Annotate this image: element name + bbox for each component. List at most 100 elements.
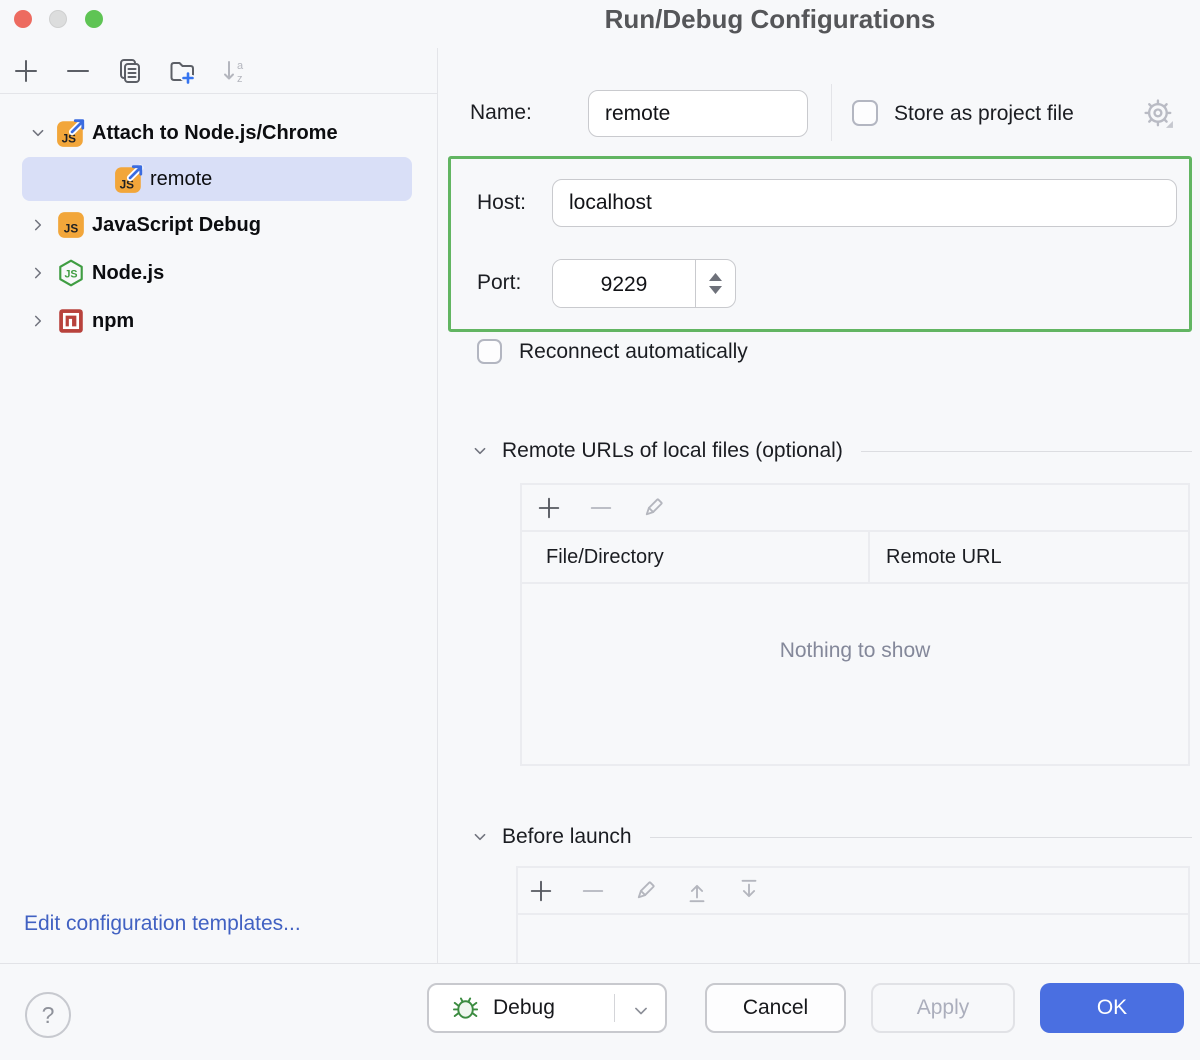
remote-urls-toolbar — [522, 485, 1188, 532]
close-window-light[interactable] — [14, 10, 32, 28]
tree-item-label: JavaScript Debug — [92, 213, 261, 236]
apply-button[interactable]: Apply — [871, 983, 1015, 1033]
before-launch-toolbar — [518, 868, 1188, 915]
chevron-down-icon[interactable] — [630, 1000, 652, 1022]
remove-configuration-button[interactable] — [64, 57, 92, 85]
port-input[interactable] — [553, 260, 695, 307]
name-label: Name: — [470, 101, 532, 124]
cancel-button-label: Cancel — [742, 996, 809, 1019]
npm-icon — [59, 309, 83, 333]
dropdown-triangle-icon — [1165, 120, 1173, 128]
chevron-right-icon[interactable] — [28, 311, 48, 331]
port-spinner-field — [552, 259, 736, 308]
ok-button-label: OK — [1096, 996, 1128, 1019]
remove-icon[interactable] — [588, 495, 614, 521]
edit-icon[interactable] — [632, 878, 658, 904]
bug-icon — [453, 997, 479, 1019]
svg-text:z: z — [237, 73, 243, 85]
sort-az-icon: a z — [224, 60, 244, 85]
chevron-down-icon[interactable] — [470, 441, 490, 461]
column-file-directory: File/Directory — [546, 545, 664, 568]
new-folder-icon — [170, 61, 196, 85]
spinner-down-icon[interactable] — [708, 286, 723, 294]
tree-item-remote[interactable]: JS remote — [0, 156, 543, 202]
before-launch-table — [516, 866, 1190, 963]
js-attach-icon: JS — [115, 164, 144, 193]
nodejs-icon: JS — [59, 259, 83, 287]
store-as-project-file-checkbox[interactable] — [852, 100, 878, 126]
new-folder-button[interactable] — [168, 57, 196, 85]
zoom-window-light[interactable] — [85, 10, 103, 28]
debug-button-label: Debug — [493, 996, 555, 1019]
name-input[interactable] — [588, 90, 808, 137]
tree-item-label: remote — [150, 167, 213, 190]
sidebar-toolbar: a z — [0, 48, 437, 94]
reconnect-automatically-checkbox[interactable] — [477, 339, 502, 364]
remote-urls-table-header: File/Directory Remote URL — [522, 532, 1188, 584]
host-port-highlight-box — [448, 156, 1192, 332]
port-label: Port: — [477, 271, 522, 294]
sidebar-divider — [437, 48, 438, 963]
svg-text:JS: JS — [120, 179, 135, 192]
tree-item-label: Node.js — [92, 261, 165, 284]
chevron-down-icon[interactable] — [28, 123, 48, 143]
remove-icon[interactable] — [580, 878, 606, 904]
sort-configurations-button[interactable]: a z — [220, 57, 248, 85]
debug-split-divider — [614, 994, 615, 1022]
tree-item-npm[interactable]: npm — [0, 298, 465, 344]
minimize-window-light[interactable] — [49, 10, 67, 28]
chevron-down-icon[interactable] — [470, 827, 490, 847]
cancel-button[interactable]: Cancel — [705, 983, 846, 1033]
remote-urls-section-header[interactable]: Remote URLs of local files (optional) — [470, 437, 1192, 465]
svg-text:JS: JS — [62, 133, 77, 146]
host-label: Host: — [477, 191, 527, 214]
tree-item-nodejs[interactable]: JS Node.js — [0, 250, 465, 296]
add-icon[interactable] — [536, 495, 562, 521]
svg-text:JS: JS — [64, 268, 77, 280]
js-attach-icon: JS — [57, 118, 86, 147]
add-configuration-button[interactable] — [12, 57, 40, 85]
reconnect-automatically-label: Reconnect automatically — [519, 340, 748, 363]
help-button[interactable]: ? — [25, 992, 71, 1038]
before-launch-section-title: Before launch — [502, 825, 632, 848]
section-rule — [860, 450, 1192, 452]
ok-button[interactable]: OK — [1040, 983, 1184, 1033]
remote-urls-table: File/Directory Remote URL Nothing to sho… — [520, 483, 1190, 766]
settings-icon[interactable] — [1144, 99, 1174, 129]
js-icon: JS — [58, 212, 84, 238]
selected-row-highlight — [22, 157, 412, 201]
tree-item-attach-to-nodejs-chrome[interactable]: JS Attach to Node.js/Chrome — [0, 110, 465, 156]
column-divider[interactable] — [868, 532, 870, 582]
edit-icon[interactable] — [640, 495, 666, 521]
chevron-right-icon[interactable] — [28, 263, 48, 283]
tree-item-label: npm — [92, 309, 135, 332]
store-as-project-file-label: Store as project file — [894, 102, 1074, 125]
move-down-icon[interactable] — [736, 878, 762, 904]
footer-divider — [0, 963, 1200, 964]
before-launch-section-header[interactable]: Before launch — [470, 823, 1192, 851]
window-title: Run/Debug Configurations — [604, 4, 936, 34]
spinner-up-icon[interactable] — [708, 273, 723, 281]
port-spinner-buttons — [696, 260, 735, 307]
copy-icon — [120, 58, 140, 83]
apply-button-label: Apply — [916, 996, 970, 1019]
svg-text:a: a — [237, 60, 244, 72]
remove-icon — [67, 69, 89, 72]
edit-configuration-templates-link[interactable]: Edit configuration templates... — [24, 912, 301, 935]
spinner-divider — [695, 260, 696, 307]
host-input[interactable] — [552, 179, 1177, 227]
name-store-divider — [831, 84, 832, 141]
help-icon: ? — [41, 1001, 55, 1028]
chevron-right-icon[interactable] — [28, 215, 48, 235]
copy-configuration-button[interactable] — [116, 57, 144, 85]
add-icon — [15, 59, 37, 82]
debug-button[interactable]: Debug — [427, 983, 667, 1033]
tree-item-javascript-debug[interactable]: JS JavaScript Debug — [0, 202, 465, 248]
add-icon[interactable] — [528, 878, 554, 904]
move-up-icon[interactable] — [684, 878, 710, 904]
remote-urls-section-title: Remote URLs of local files (optional) — [502, 439, 843, 462]
empty-table-message: Nothing to show — [779, 638, 931, 662]
tree-item-label: Attach to Node.js/Chrome — [92, 121, 338, 144]
svg-text:JS: JS — [64, 223, 79, 236]
